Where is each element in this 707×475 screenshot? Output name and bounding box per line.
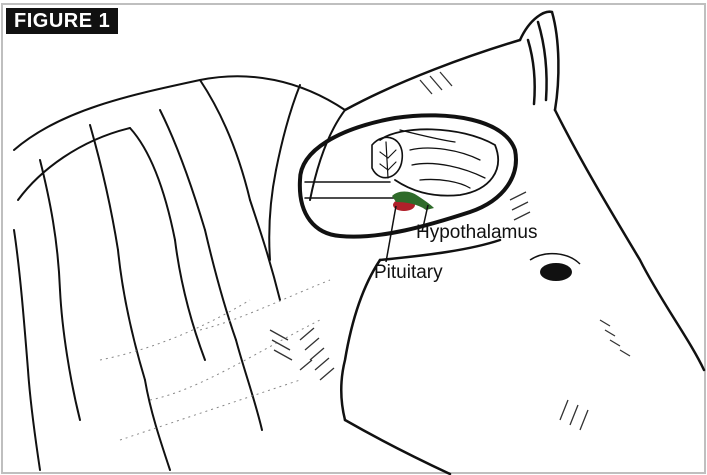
figure-label: FIGURE 1 bbox=[6, 8, 118, 34]
head-outline bbox=[341, 40, 704, 474]
ear bbox=[520, 12, 558, 110]
hypothalamus-label: Hypothalamus bbox=[416, 222, 537, 244]
neck-texture bbox=[100, 280, 330, 440]
pituitary-label: Pituitary bbox=[374, 262, 443, 284]
mane-strands bbox=[14, 76, 345, 470]
eye bbox=[530, 254, 580, 281]
brain-outline bbox=[300, 115, 516, 236]
